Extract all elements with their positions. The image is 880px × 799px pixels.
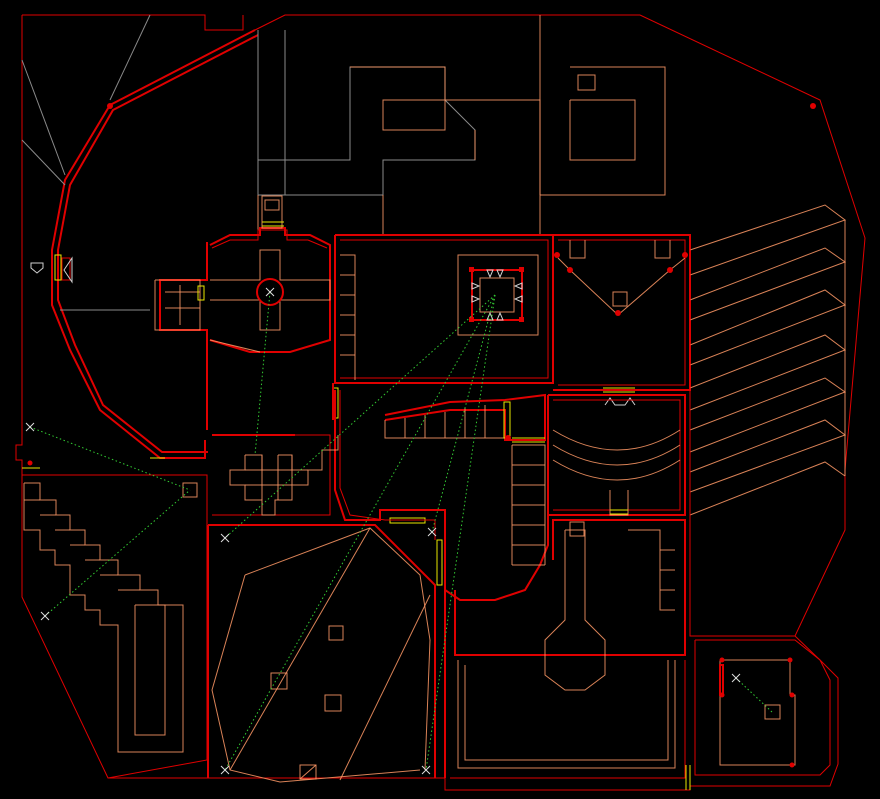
triangle-marker-icon (63, 256, 73, 284)
teleport-x-icon (220, 533, 230, 543)
teleport-links (29, 291, 773, 771)
v-room (553, 234, 691, 406)
left-curved-room (21, 14, 816, 469)
teleport-x-icon (731, 673, 741, 683)
teleport-x-icon (25, 422, 35, 432)
bottom-right-room (694, 639, 831, 776)
lower-right-room (444, 519, 691, 790)
teleport-x-icon (421, 765, 431, 775)
top-structures (257, 15, 666, 235)
cross-room (154, 195, 331, 430)
teleport-x-icon (220, 765, 230, 775)
exit-arrow-icon (30, 262, 44, 274)
key-vertices (27, 267, 524, 466)
outer-boundary (15, 14, 866, 791)
teleport-x-icon (427, 527, 437, 537)
lower-middle-room (207, 524, 436, 783)
teleport-destinations (25, 287, 741, 775)
lower-left-stairs (22, 474, 208, 779)
arc-room (547, 394, 686, 516)
right-terraces (689, 204, 847, 637)
teleport-x-icon (40, 611, 50, 621)
teleport-x-icon (265, 287, 275, 297)
central-hall (332, 234, 554, 420)
stairs-corridor (334, 390, 549, 601)
block-grid-area (212, 434, 339, 516)
